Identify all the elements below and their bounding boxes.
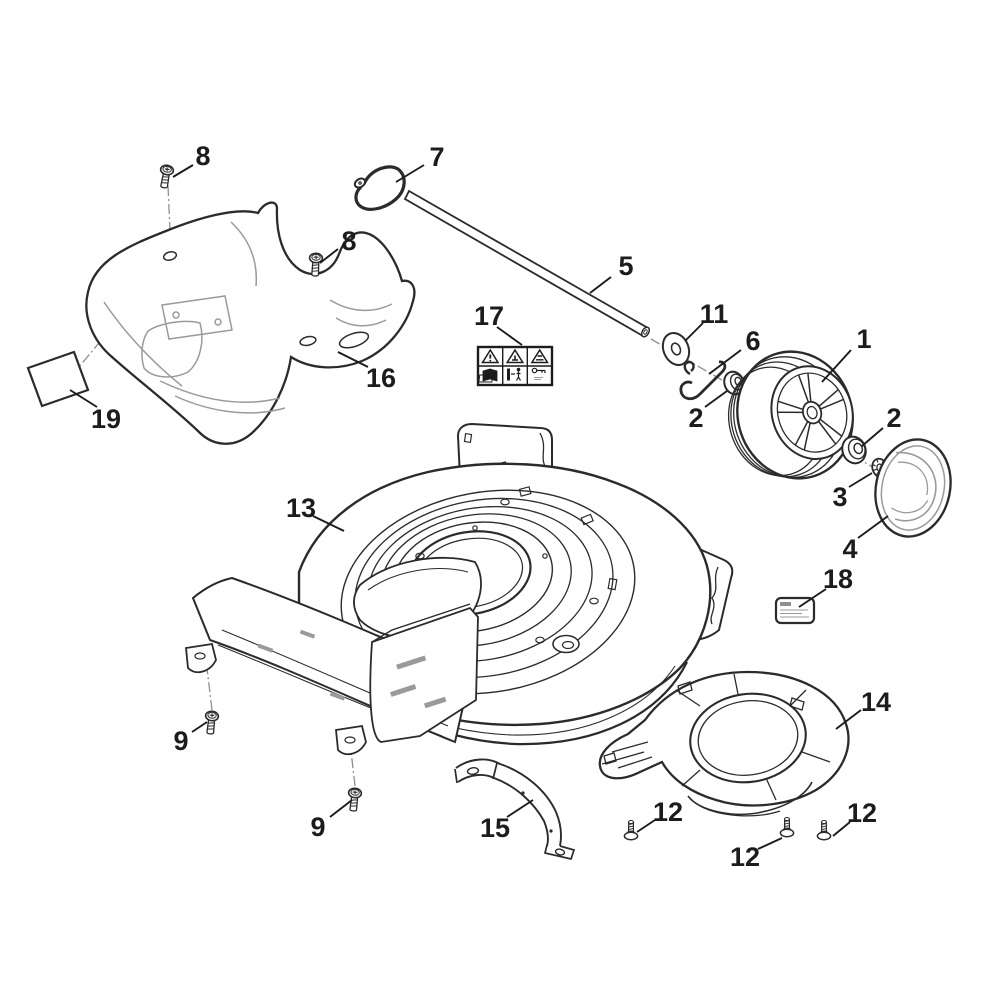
callout-7[interactable]: 7: [429, 142, 444, 172]
callout-12-left[interactable]: 12: [653, 797, 683, 827]
volute-clips: [603, 681, 805, 765]
callout-2-left[interactable]: 2: [688, 403, 703, 433]
callout-1[interactable]: 1: [856, 324, 871, 354]
callout-19[interactable]: 19: [91, 404, 121, 434]
callout-12-mid[interactable]: 12: [730, 842, 760, 872]
part-12-screw-mid: [779, 816, 795, 838]
warning-thrown-objects-icon: [530, 348, 549, 364]
part-4-hub-cap: [874, 438, 952, 538]
wheel-spokes: [777, 373, 844, 451]
callout-14[interactable]: 14: [861, 687, 891, 717]
cover-holes: [162, 251, 370, 349]
callout-9-bottom[interactable]: 9: [310, 812, 325, 842]
callout-13[interactable]: 13: [286, 493, 316, 523]
part-12-screw-right: [816, 819, 832, 841]
part-11-washer: [661, 332, 691, 366]
callout-11[interactable]: 11: [700, 299, 729, 329]
deck-tab-left: [185, 642, 217, 674]
part-14-volute-cover: [598, 670, 850, 817]
callout-2-right[interactable]: 2: [886, 403, 901, 433]
deck-front-baffle: [369, 606, 479, 743]
part-2-bushing-right: [841, 435, 867, 465]
part-17-safety-label: [476, 345, 554, 387]
callout-labels: 8 7 8 5 16 19 17 11 6 2 1 2 3 4 13 18 9 …: [91, 141, 902, 872]
callout-8-top[interactable]: 8: [195, 141, 210, 171]
callout-8-mid[interactable]: 8: [341, 226, 356, 256]
part-9-screw-bottom: [345, 786, 363, 813]
part-12-screw-left: [623, 819, 639, 841]
cover-outline: [85, 201, 416, 445]
remove-key-before-service-icon: [478, 367, 546, 383]
callout-5[interactable]: 5: [618, 251, 633, 281]
deck-tab-bottom: [335, 724, 367, 756]
warning-triangle-icon: [481, 348, 500, 364]
callout-3[interactable]: 3: [832, 482, 847, 512]
callout-12-right[interactable]: 12: [847, 798, 877, 828]
callout-9-left[interactable]: 9: [173, 726, 188, 756]
callout-15[interactable]: 15: [480, 813, 510, 843]
keep-bystanders-away-icon: [507, 367, 522, 381]
part-6-retainer-clip: [679, 360, 727, 401]
part-8-screw-top: [156, 163, 175, 190]
part-7-wire-clip: [353, 165, 406, 211]
part-16-top-cover: [85, 201, 416, 445]
deck-boss: [552, 634, 580, 654]
part-13-deck-housing: [185, 422, 734, 756]
cover-detail-lines: [103, 221, 393, 414]
callout-18[interactable]: 18: [823, 564, 853, 594]
warning-blade-hazard-icon: [505, 348, 525, 364]
part-1-wheel: [727, 350, 854, 480]
leader-lines: [69, 164, 889, 850]
part-5-axle-rod: [403, 189, 651, 338]
part-15-curved-bracket: [452, 753, 576, 861]
callout-16[interactable]: 16: [366, 363, 396, 393]
baffle-slots: [390, 655, 447, 709]
callout-17[interactable]: 17: [474, 301, 504, 331]
callout-4[interactable]: 4: [842, 534, 857, 564]
callout-6[interactable]: 6: [745, 326, 760, 356]
part-19-blank-label: [26, 350, 90, 408]
